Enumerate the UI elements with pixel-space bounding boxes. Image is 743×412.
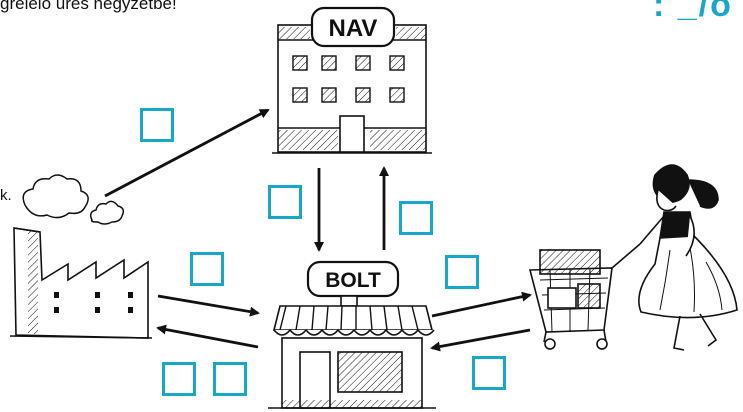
bolt-label: BOLT [325, 269, 381, 292]
answer-box-bolt-factory-2[interactable] [213, 362, 247, 396]
left-text-fragment: k. [0, 187, 12, 204]
answer-box-shopper-bolt[interactable] [472, 356, 506, 390]
answer-box-factory-bolt[interactable] [190, 252, 224, 286]
answer-box-bolt-nav[interactable] [399, 201, 433, 235]
arrow-shopper-to-bolt [430, 328, 531, 352]
cloud-icon [22, 174, 125, 225]
page-number: : _/ó [653, 0, 733, 24]
answer-box-nav-bolt[interactable] [268, 185, 302, 219]
arrow-factory-to-bolt [157, 294, 260, 317]
instruction-text: grelelő üres négyzetbe! [0, 0, 177, 13]
shop-illustration: BOLT [268, 260, 436, 409]
arrows [104, 108, 532, 352]
nav-building-illustration: NAV [272, 6, 432, 154]
answer-box-factory-nav[interactable] [140, 108, 174, 142]
arrow-factory-to-nav [104, 108, 270, 198]
arrow-bolt-to-factory [156, 324, 259, 349]
answer-box-bolt-shopper[interactable] [445, 255, 479, 289]
answer-box-bolt-factory-1[interactable] [162, 362, 196, 396]
arrow-bolt-to-shopper [431, 291, 532, 318]
factory-illustration [9, 227, 153, 339]
shopper-woman-illustration [528, 164, 738, 351]
nav-label: NAV [329, 15, 378, 42]
